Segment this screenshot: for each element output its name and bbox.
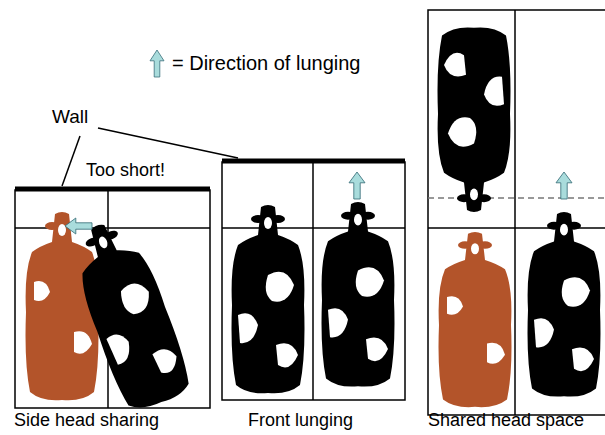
panel-front-lunging	[222, 161, 405, 400]
panel-side-head-sharing	[15, 189, 210, 415]
leader-line	[62, 136, 80, 186]
panel-caption: Front lunging	[248, 410, 353, 431]
wall-label: Wall	[52, 106, 88, 128]
panel-caption: Side head sharing	[14, 410, 159, 431]
leader-line	[98, 128, 238, 158]
legend-arrow	[150, 50, 164, 77]
panel-shared-head-space	[428, 10, 605, 415]
note-label: Too short!	[86, 160, 165, 181]
panel-caption: Shared head space	[428, 410, 584, 431]
legend-text: = Direction of lunging	[172, 52, 360, 75]
